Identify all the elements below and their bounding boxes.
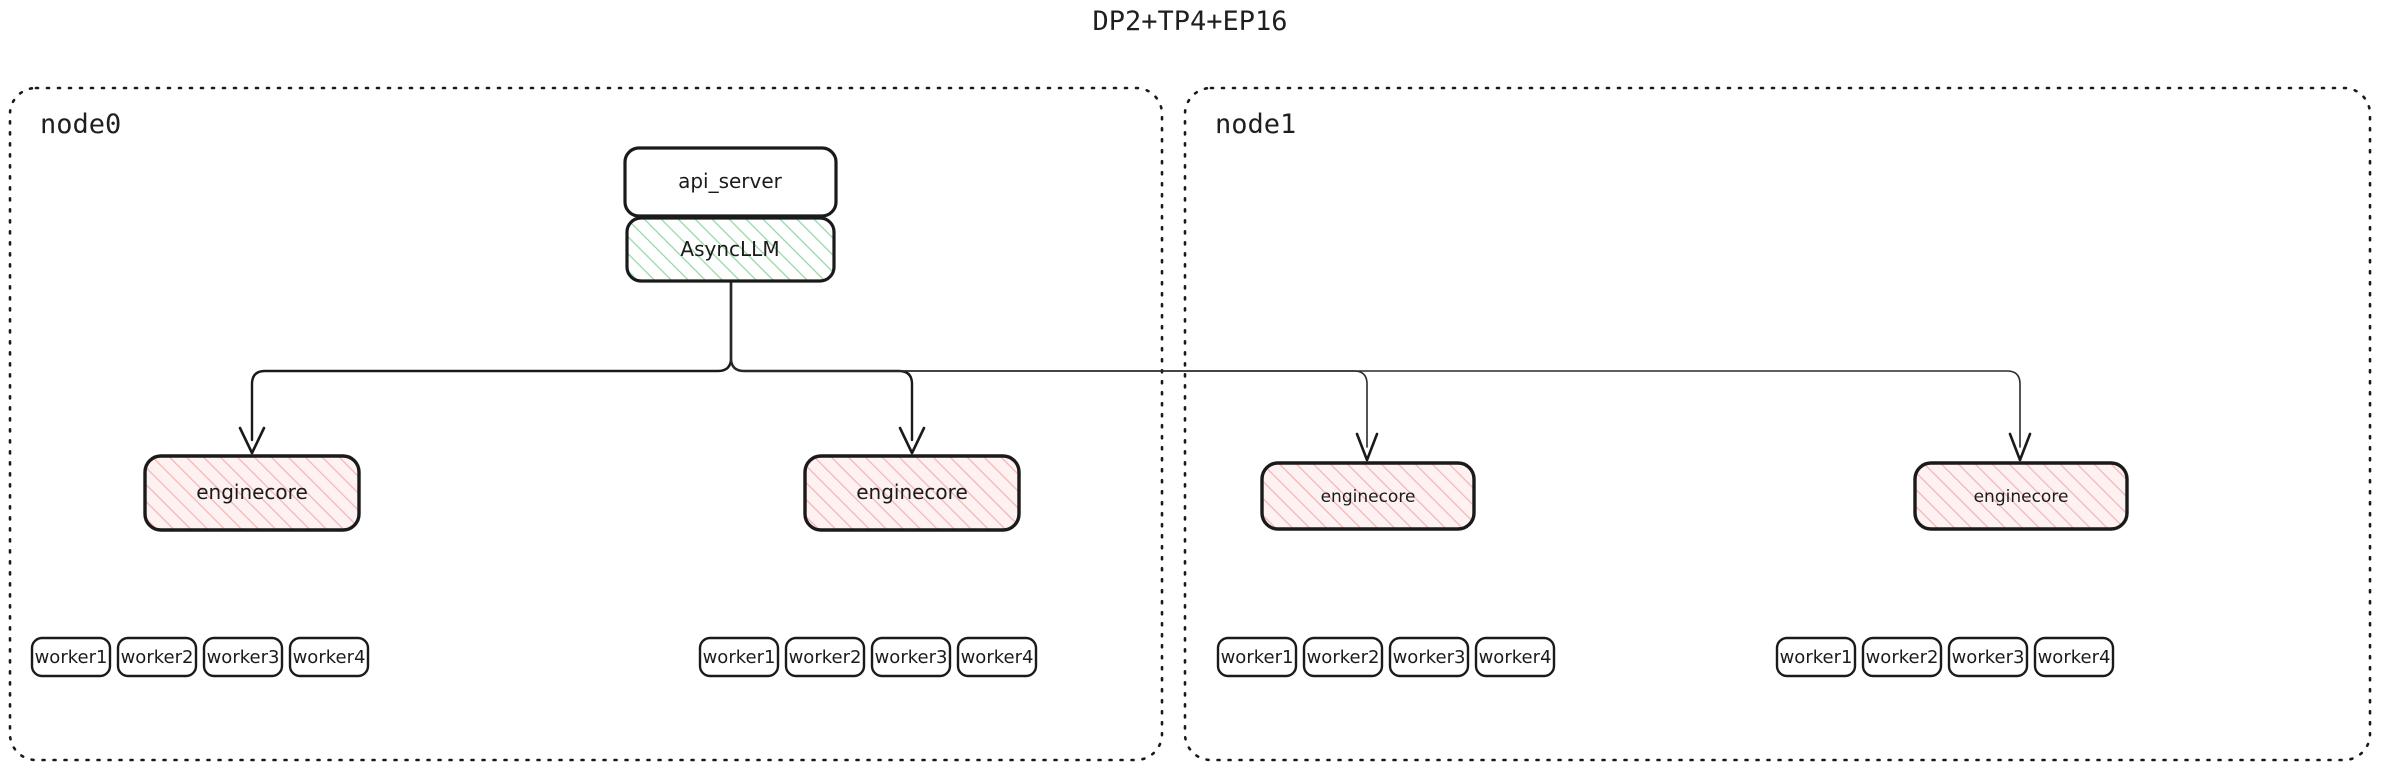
enginecores-node1: enginecore enginecore (1260, 461, 2129, 531)
worker-box-node1-1-1[interactable] (1861, 636, 1943, 678)
worker-label-node1-0-0: worker1 (1221, 647, 1294, 668)
worker-box-node1-1-3[interactable] (2033, 636, 2115, 678)
worker-box-node0-1-1[interactable] (784, 636, 866, 678)
worker-label-node0-1-2: worker3 (875, 647, 948, 668)
enginecore-label-n0-1: enginecore (856, 480, 968, 504)
worker-group-node1-0: worker1 worker2 worker3 worker4 (1216, 636, 1556, 678)
enginecores-node0: enginecore enginecore (143, 454, 1021, 532)
worker-group-node0-1: worker1 worker2 worker3 worker4 (698, 636, 1038, 678)
enginecore-label-n0-0: enginecore (196, 480, 308, 504)
node-label-node1: node1 (1215, 109, 1296, 140)
enginecore-box-n0-0[interactable] (143, 454, 361, 532)
worker-label-node1-1-3: worker4 (2038, 647, 2111, 668)
enginecore-box-n1-0[interactable] (1260, 461, 1476, 531)
worker-label-node1-0-3: worker4 (1479, 647, 1552, 668)
async-llm-label: AsyncLLM (680, 237, 779, 261)
async-llm-box[interactable] (625, 216, 836, 283)
connector-to-enginecore-1 (250, 279, 733, 442)
worker-box-node0-0-3[interactable] (288, 636, 370, 678)
connector-to-enginecore-3 (730, 280, 1368, 448)
worker-box-node1-1-0[interactable] (1775, 636, 1857, 678)
worker-box-node0-0-1[interactable] (116, 636, 198, 678)
worker-label-node1-0-1: worker2 (1307, 647, 1380, 668)
stack-node0: api_server AsyncLLM (623, 146, 838, 283)
worker-box-node0-1-0[interactable] (698, 636, 780, 678)
worker-label-node0-0-3: worker4 (293, 647, 366, 668)
api-server-label: api_server (678, 169, 783, 193)
worker-label-node0-0-2: worker3 (207, 647, 280, 668)
arrowhead-1 (238, 426, 266, 455)
enginecore-label-n1-1: enginecore (1974, 487, 2069, 507)
worker-label-node0-1-3: worker4 (961, 647, 1034, 668)
node-label-node0: node0 (40, 109, 121, 140)
arrowhead-2 (898, 426, 926, 455)
worker-box-node1-0-0[interactable] (1216, 636, 1298, 678)
enginecore-box-n0-1[interactable] (803, 454, 1021, 532)
connector-to-enginecore-4 (730, 280, 2021, 448)
enginecore-label-n1-0: enginecore (1321, 487, 1416, 507)
diagram-title: DP2+TP4+EP16 (1092, 6, 1287, 37)
worker-group-node0-0: worker1 worker2 worker3 worker4 (30, 636, 370, 678)
node-container-node1 (1183, 86, 2372, 762)
worker-label-node1-1-2: worker3 (1952, 647, 2025, 668)
worker-box-node1-0-2[interactable] (1388, 636, 1470, 678)
worker-box-node0-1-2[interactable] (870, 636, 952, 678)
worker-box-node0-1-3[interactable] (956, 636, 1038, 678)
arrowhead-4 (2008, 432, 2032, 462)
arrowhead-3 (1355, 432, 1379, 462)
worker-label-node1-1-1: worker2 (1866, 647, 1939, 668)
connector-group (238, 279, 2032, 462)
worker-box-node1-0-1[interactable] (1302, 636, 1384, 678)
worker-box-node1-0-3[interactable] (1474, 636, 1556, 678)
connector-to-enginecore-2 (729, 279, 914, 442)
worker-box-node0-0-2[interactable] (202, 636, 284, 678)
worker-label-node1-1-0: worker1 (1780, 647, 1853, 668)
worker-label-node1-0-2: worker3 (1393, 647, 1466, 668)
enginecore-box-n1-1[interactable] (1913, 461, 2129, 531)
worker-label-node0-0-0: worker1 (35, 647, 108, 668)
worker-label-node0-0-1: worker2 (121, 647, 194, 668)
api-server-box[interactable] (623, 146, 838, 218)
worker-label-node0-1-1: worker2 (789, 647, 862, 668)
node-container-node0 (8, 86, 1164, 762)
worker-group-node1-1: worker1 worker2 worker3 worker4 (1775, 636, 2115, 678)
worker-box-node1-1-2[interactable] (1947, 636, 2029, 678)
worker-box-node0-0-0[interactable] (30, 636, 112, 678)
worker-label-node0-1-0: worker1 (703, 647, 776, 668)
